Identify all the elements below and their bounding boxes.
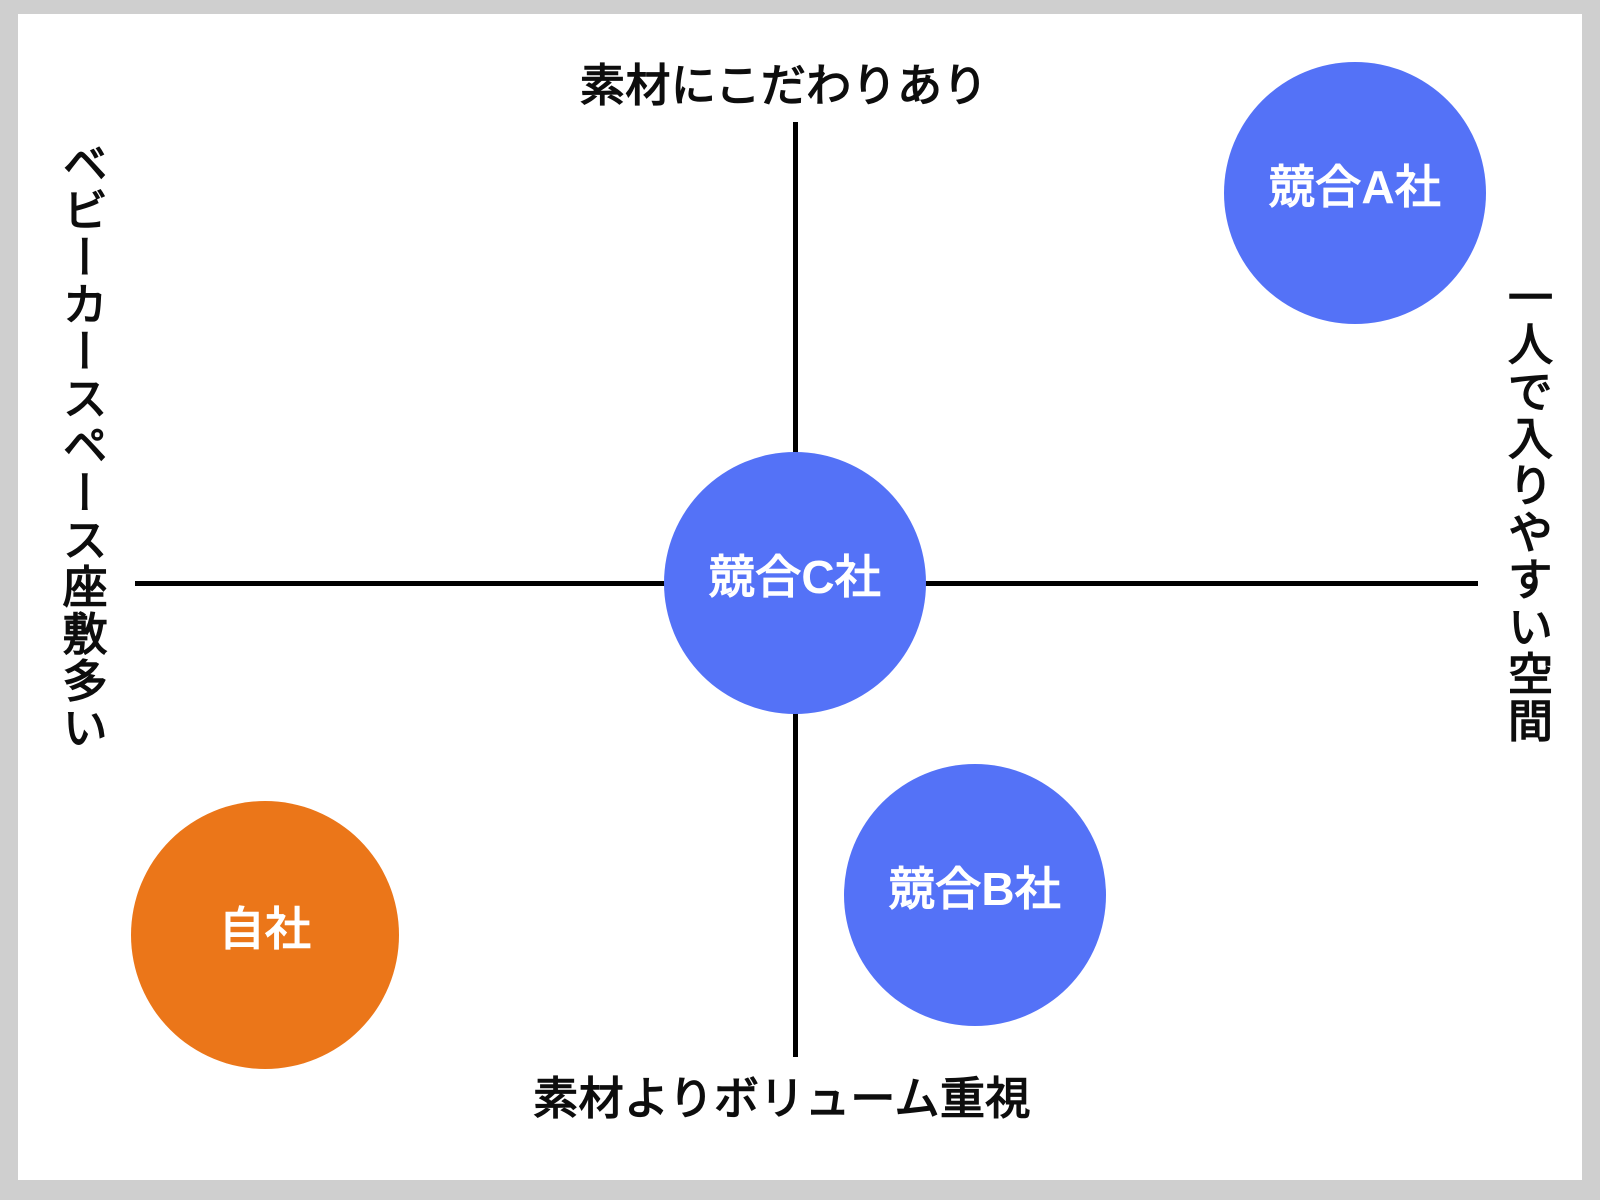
axis-label-bottom: 素材よりボリューム重視 [533,1073,1031,1125]
bubble-label-competitor-c: 競合C社 [708,551,882,603]
bubble-own-company[interactable]: 自社 [131,801,399,1069]
axis-label-left: ベビーカースペース座敷多い [55,140,107,752]
bubble-competitor-c[interactable]: 競合C社 [664,452,926,714]
bubble-label-competitor-b: 競合B社 [888,863,1062,915]
axis-label-top: 素材にこだわりあり [579,60,989,111]
axis-label-right: 一人で入りやすい空間 [1501,274,1552,745]
bubble-competitor-b[interactable]: 競合B社 [844,764,1106,1026]
positioning-map-canvas: 素材にこだわりあり 素材よりボリューム重視 ベビーカースペース座敷多い 一人で入… [18,14,1582,1180]
bubble-competitor-a[interactable]: 競合A社 [1224,62,1486,324]
bubble-label-own-company: 自社 [218,903,312,955]
bubble-label-competitor-a: 競合A社 [1268,161,1442,213]
